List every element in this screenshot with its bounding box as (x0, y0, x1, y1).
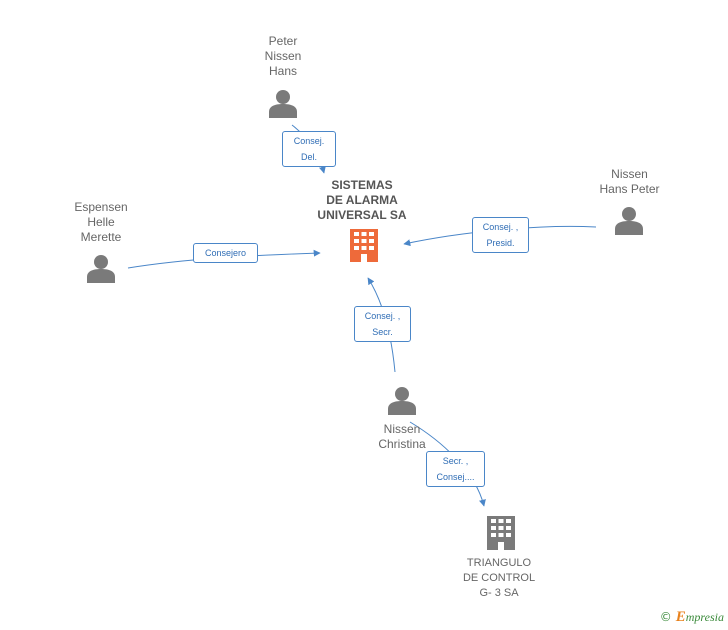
person-icon[interactable] (388, 387, 416, 415)
brand-initial: E (675, 609, 686, 625)
role-label: Consej. Del. (282, 131, 336, 167)
role-label: Consej. , Presid. (472, 217, 529, 253)
empresia-logo[interactable]: ©Empresia (660, 609, 724, 626)
brand-name: mpresia (685, 610, 724, 624)
person-name-nissen-hans-peter[interactable]: Nissen Hans Peter (599, 167, 660, 196)
copyright-symbol: © (659, 610, 672, 624)
building-icon[interactable] (350, 229, 378, 262)
role-label: Consej. , Secr. (354, 306, 411, 342)
role-label: Consejero (193, 243, 258, 263)
person-name-peter[interactable]: Peter Nissen Hans (264, 34, 302, 78)
building-icon[interactable] (487, 516, 515, 550)
center-company-name[interactable]: SISTEMAS DE ALARMA UNIVERSAL SA (317, 178, 407, 222)
person-icon[interactable] (269, 90, 297, 118)
person-icon[interactable] (87, 255, 115, 283)
company-name-triangulo[interactable]: TRIANGULO DE CONTROL G- 3 SA (462, 557, 536, 599)
role-label: Secr. , Consej.... (426, 451, 485, 487)
person-name-nissen-christina[interactable]: Nissen Christina (378, 422, 426, 451)
person-name-espensen[interactable]: Espensen Helle Merette (74, 200, 128, 244)
person-icon[interactable] (615, 207, 643, 235)
